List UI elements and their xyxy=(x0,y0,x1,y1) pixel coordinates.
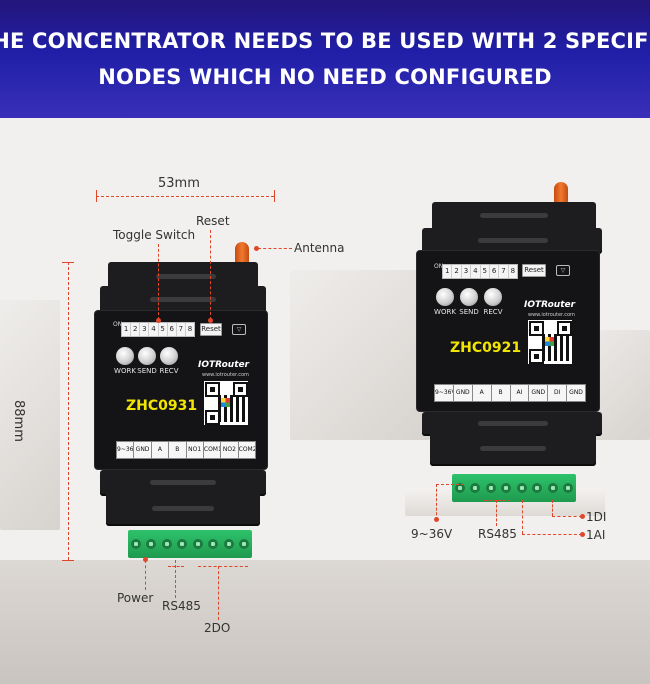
qr-code-icon xyxy=(528,320,572,364)
toggle-switch-label: Toggle Switch xyxy=(113,228,196,242)
reset-button[interactable]: Reset xyxy=(522,264,546,277)
work-led-icon xyxy=(116,347,134,365)
antenna-icon xyxy=(235,242,249,264)
antenna-icon xyxy=(554,182,568,204)
network-icon: ▽ xyxy=(556,265,570,276)
do-label: 2DO xyxy=(204,621,231,635)
headline-line-1: THE CONCENTRATOR NEEDS TO BE USED WITH 2… xyxy=(0,29,650,53)
height-dimension-line xyxy=(68,262,69,560)
background-floor xyxy=(0,560,650,684)
recv-led-icon xyxy=(160,347,178,365)
terminal-block xyxy=(452,474,576,502)
network-icon: ▽ xyxy=(232,324,246,335)
led-label-recv: RECV xyxy=(483,308,503,316)
power-label: Power xyxy=(117,591,154,605)
recv-led-icon xyxy=(484,288,502,306)
housing-upper xyxy=(422,228,602,254)
dip-on-label: ON xyxy=(113,321,123,328)
model-label: ZHC0921 xyxy=(450,340,522,356)
brand-url: www.iotrouter.com xyxy=(202,372,249,378)
housing-bottom xyxy=(106,492,260,526)
housing-bottom xyxy=(430,432,596,466)
led-label-send: SEND xyxy=(459,308,479,316)
terminal-block xyxy=(128,530,252,558)
dip-on-label: ON xyxy=(434,263,444,270)
brand-url: www.iotrouter.com xyxy=(528,312,575,318)
rs485-label-right: RS485 xyxy=(478,527,517,541)
width-dimension-label: 53mm xyxy=(158,176,200,191)
headline-banner: THE CONCENTRATOR NEEDS TO BE USED WITH 2… xyxy=(0,0,650,118)
rs485-label-left: RS485 xyxy=(162,599,201,613)
model-label: ZHC0931 xyxy=(126,398,198,414)
reset-label: Reset xyxy=(196,214,230,228)
ai-label: 1AI xyxy=(586,528,606,542)
led-label-recv: RECV xyxy=(159,367,179,375)
work-led-icon xyxy=(436,288,454,306)
send-led-icon xyxy=(460,288,478,306)
housing-upper xyxy=(100,286,266,314)
brand-label: IOTRouter xyxy=(198,360,250,370)
brand-label: IOTRouter xyxy=(524,300,576,310)
background-block xyxy=(290,270,430,440)
qr-code-icon xyxy=(204,381,248,425)
send-led-icon xyxy=(138,347,156,365)
led-label-send: SEND xyxy=(137,367,157,375)
height-dimension-label: 88mm xyxy=(11,400,26,442)
power-label-right: 9~36V xyxy=(411,527,453,541)
led-label-work: WORK xyxy=(434,308,456,316)
width-dimension-line xyxy=(96,196,274,197)
di-label: 1DI xyxy=(586,510,607,524)
antenna-label: Antenna xyxy=(294,241,345,255)
headline-line-2: NODES WHICH NO NEED CONFIGURED xyxy=(98,65,552,89)
reset-button[interactable]: Reset xyxy=(200,323,222,336)
background-block xyxy=(0,300,60,530)
housing-lower xyxy=(100,470,266,496)
led-label-work: WORK xyxy=(114,367,136,375)
